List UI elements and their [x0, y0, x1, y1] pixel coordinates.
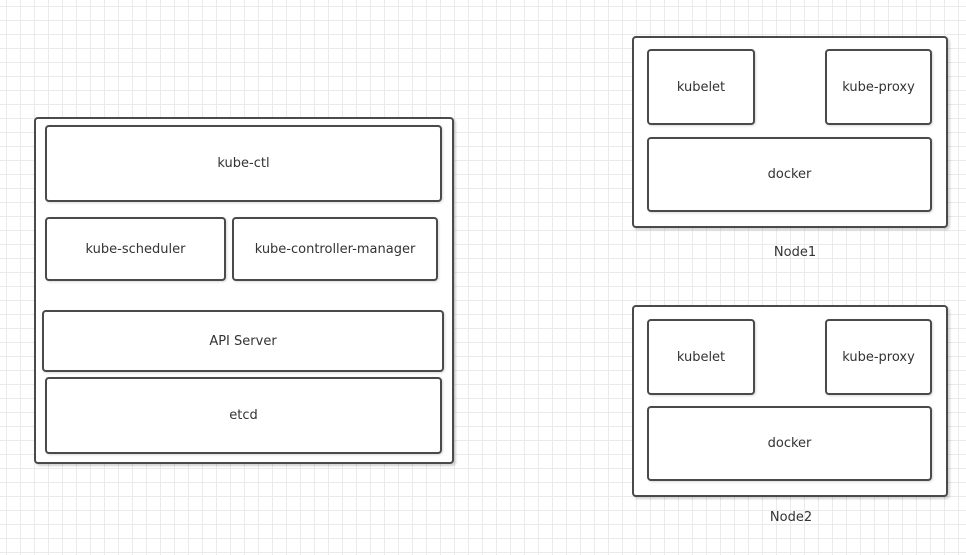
node2-caption: Node2	[769, 510, 813, 525]
node1-kubelet-label: kubelet	[676, 79, 726, 95]
kube-controller-manager-label: kube-controller-manager	[254, 241, 416, 257]
node1-kube-proxy-box: kube-proxy	[825, 49, 932, 125]
node1-docker-label: docker	[767, 167, 812, 182]
node1-kube-proxy-label: kube-proxy	[842, 79, 915, 95]
kube-ctl-label: kube-ctl	[217, 156, 270, 171]
node2-kube-proxy-label: kube-proxy	[842, 349, 915, 365]
node2-kubelet-label: kubelet	[676, 349, 726, 365]
node2-docker-box: docker	[647, 406, 932, 481]
api-server-box: API Server	[42, 310, 444, 372]
node1-kubelet-box: kubelet	[647, 49, 755, 125]
node2-kube-proxy-box: kube-proxy	[825, 319, 932, 395]
node1-docker-box: docker	[647, 137, 932, 212]
kube-scheduler-box: kube-scheduler	[45, 217, 226, 281]
kube-ctl-box: kube-ctl	[45, 125, 442, 202]
kube-scheduler-label: kube-scheduler	[85, 241, 186, 257]
etcd-box: etcd	[45, 377, 442, 454]
kube-controller-manager-box: kube-controller-manager	[232, 217, 438, 281]
node2-docker-label: docker	[767, 436, 812, 451]
node2-kubelet-box: kubelet	[647, 319, 755, 395]
api-server-label: API Server	[209, 333, 277, 349]
node1-caption: Node1	[773, 245, 817, 260]
etcd-label: etcd	[229, 408, 258, 423]
